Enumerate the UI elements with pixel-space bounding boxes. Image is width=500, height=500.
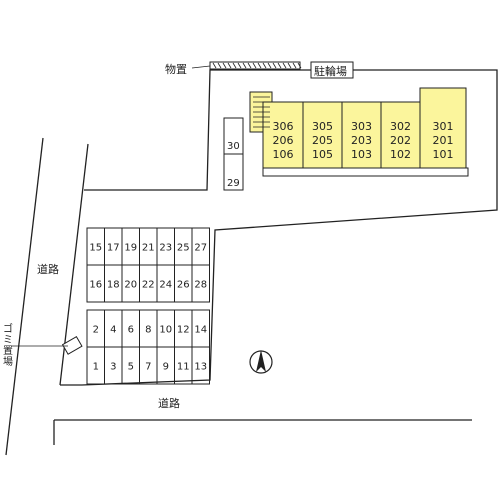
storage-hatch-mark bbox=[262, 62, 267, 69]
storage-hatch-mark bbox=[282, 62, 287, 69]
parking-spot: 4 bbox=[110, 325, 116, 336]
unit-number: 105 bbox=[312, 148, 333, 161]
site-boundary bbox=[81, 69, 498, 386]
parking-spot: 8 bbox=[145, 325, 151, 336]
storage-hatch-mark bbox=[287, 62, 292, 69]
unit-number: 201 bbox=[433, 134, 454, 147]
storage-hatch bbox=[212, 62, 302, 69]
parking-spot: 5 bbox=[128, 362, 134, 373]
bicycle-parking-box bbox=[310, 61, 354, 79]
parking-spot: 6 bbox=[128, 325, 134, 336]
north-arrow-icon bbox=[249, 350, 273, 374]
parking-spot: 18 bbox=[107, 280, 120, 291]
parking-spot: 25 bbox=[177, 243, 190, 254]
storage-strip bbox=[209, 61, 301, 70]
building-outer bbox=[262, 167, 469, 177]
storage-hatch-mark bbox=[222, 62, 227, 69]
storage-hatch-mark bbox=[247, 62, 252, 69]
parking-spot: 1 bbox=[93, 362, 99, 373]
parking-spot: 11 bbox=[177, 362, 190, 373]
parking-spot: 24 bbox=[159, 280, 172, 291]
road-label-left: 道路 bbox=[37, 262, 59, 276]
storage-hatch-mark bbox=[292, 62, 297, 69]
parking-spot: 15 bbox=[89, 243, 102, 254]
unit-number: 106 bbox=[273, 148, 294, 161]
unit-number: 101 bbox=[433, 148, 454, 161]
parking-spot: 21 bbox=[142, 243, 155, 254]
parking-spot: 13 bbox=[194, 362, 207, 373]
storage-hatch-mark bbox=[212, 62, 217, 69]
garbage-label-char: 場 bbox=[3, 355, 13, 368]
storage-hatch-mark bbox=[232, 62, 237, 69]
parking-spot: 22 bbox=[142, 280, 155, 291]
storage-label: 物置 bbox=[165, 62, 187, 76]
garbage-label-char: ミ bbox=[3, 335, 13, 346]
unit-number: 102 bbox=[390, 148, 411, 161]
unit-number: 203 bbox=[351, 134, 372, 147]
garbage-label-char: 置 bbox=[3, 345, 13, 357]
parking-spot: 17 bbox=[107, 243, 120, 254]
building-unit-column bbox=[380, 101, 421, 169]
storage-hatch-mark bbox=[272, 62, 277, 69]
parking-spot-30: 30 bbox=[227, 141, 240, 152]
storage-hatch-mark bbox=[227, 62, 232, 69]
storage-hatch-mark bbox=[252, 62, 257, 69]
parking-spot: 20 bbox=[124, 280, 137, 291]
parking-spot: 2 bbox=[93, 325, 99, 336]
storage-hatch-mark bbox=[237, 62, 242, 69]
storage-hatch-mark bbox=[242, 62, 247, 69]
unit-number: 306 bbox=[273, 120, 294, 133]
garbage-label: ゴミ置場 bbox=[3, 322, 13, 368]
storage-hatch-mark bbox=[257, 62, 262, 69]
parking-spot: 3 bbox=[110, 362, 116, 373]
road-label-bottom: 道路 bbox=[158, 396, 180, 410]
parking-spot: 12 bbox=[177, 325, 190, 336]
unit-number: 301 bbox=[433, 120, 454, 133]
parking-spot: 9 bbox=[163, 362, 169, 373]
storage-hatch-mark bbox=[277, 62, 282, 69]
garbage-label-char: ゴ bbox=[3, 322, 13, 335]
parking-spot: 16 bbox=[89, 280, 102, 291]
parking-spot: 28 bbox=[194, 280, 207, 291]
storage-hatch-mark bbox=[297, 62, 302, 69]
storage-leader bbox=[191, 65, 211, 69]
parking-spot: 7 bbox=[145, 362, 151, 373]
parking-spot-29: 29 bbox=[227, 178, 240, 189]
parking-spot: 23 bbox=[159, 243, 172, 254]
road-left-line-outer bbox=[5, 137, 44, 456]
building-unit-column bbox=[419, 87, 467, 169]
parking-spot: 19 bbox=[124, 243, 137, 254]
storage-hatch-mark bbox=[267, 62, 272, 69]
garbage-area bbox=[61, 335, 83, 355]
parking-spot: 10 bbox=[159, 325, 172, 336]
building-unit-column bbox=[302, 101, 343, 169]
storage-hatch-mark bbox=[217, 62, 222, 69]
unit-number: 103 bbox=[351, 148, 372, 161]
unit-number: 305 bbox=[312, 120, 333, 133]
unit-number: 206 bbox=[273, 134, 294, 147]
parking-spot: 26 bbox=[177, 280, 190, 291]
parking-spot: 27 bbox=[194, 243, 207, 254]
building-unit-column bbox=[341, 101, 382, 169]
unit-number: 303 bbox=[351, 120, 372, 133]
unit-number: 302 bbox=[390, 120, 411, 133]
unit-number: 205 bbox=[312, 134, 333, 147]
unit-number: 202 bbox=[390, 134, 411, 147]
bicycle-parking-label: 駐輪場 bbox=[314, 64, 347, 78]
parking-spot: 14 bbox=[194, 325, 207, 336]
